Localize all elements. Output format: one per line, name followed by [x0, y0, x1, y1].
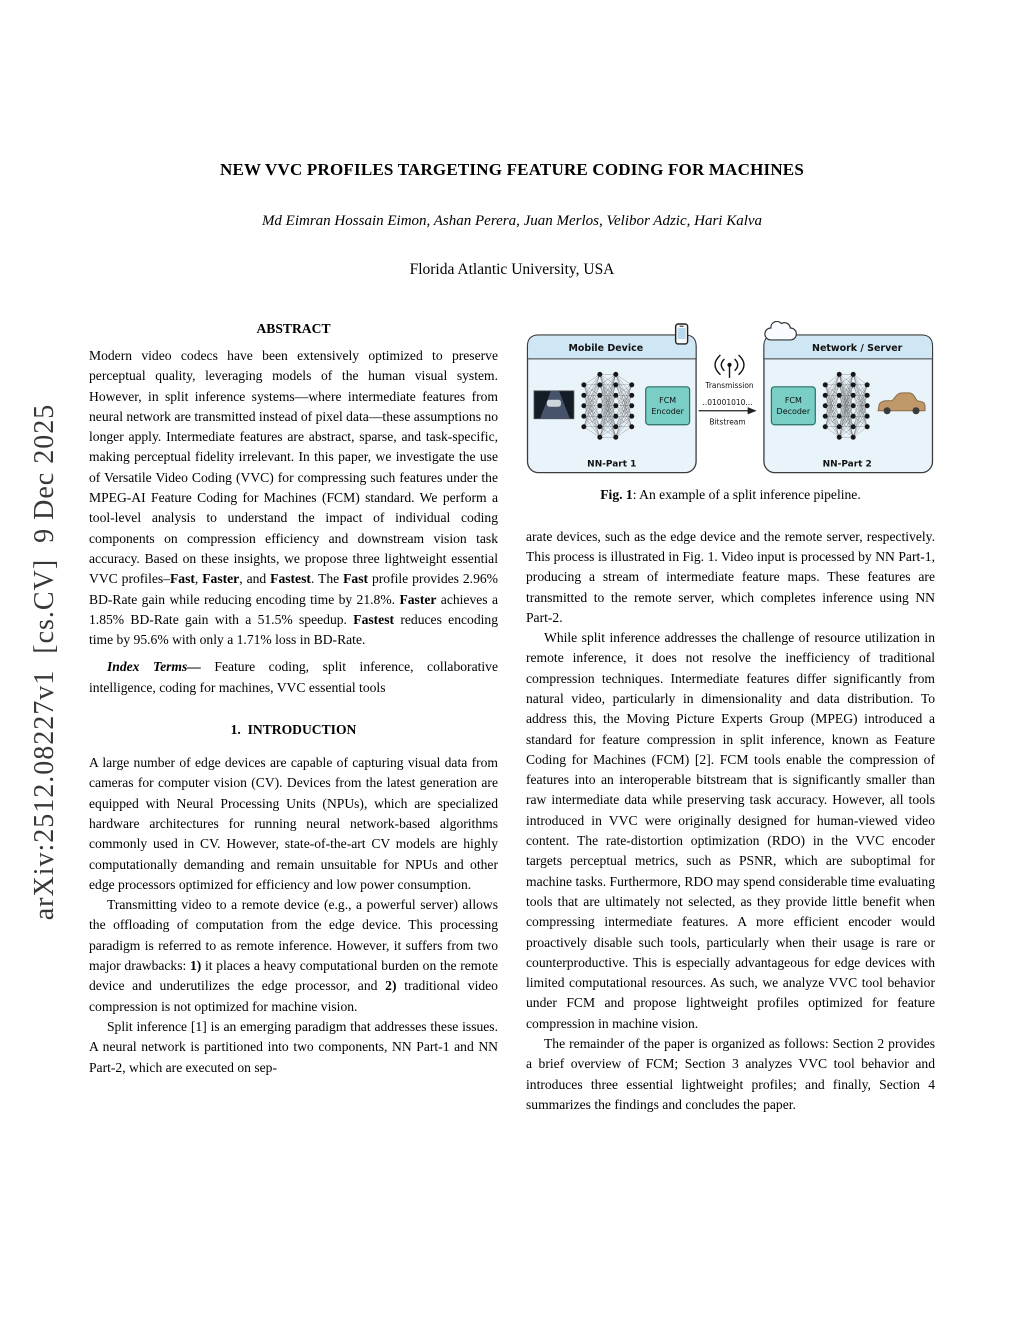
bitstream-label: Bitstream	[709, 418, 745, 427]
continuation-paragraph-3: The remainder of the paper is organized …	[526, 1036, 935, 1112]
right-column: Mobile Device	[526, 321, 935, 1115]
figure-1: Mobile Device	[526, 321, 935, 503]
fcm-decoder-label: Decoder	[777, 407, 811, 416]
nn-part1-network	[581, 371, 635, 440]
profile-name-fastest: Fastest	[270, 571, 311, 587]
fcm-encoder-label: Encoder	[651, 407, 684, 416]
mobile-device-box: Mobile Device	[526, 334, 697, 474]
split-inference-diagram: Mobile Device	[526, 321, 934, 474]
paper-title: NEW VVC PROFILES TARGETING FEATURE CODIN…	[220, 160, 804, 179]
arxiv-watermark: arXiv:2512.08227v1 [cs.CV] 9 Dec 2025	[29, 403, 60, 921]
two-column-body: ABSTRACT Modern video codecs have been e…	[89, 321, 935, 1115]
nn-part2-network	[822, 371, 870, 440]
video-frame-thumbnail	[533, 390, 575, 420]
index-terms: Index Terms— Feature coding, split infer…	[89, 657, 498, 698]
fcm-decoder-box: FCM Decoder	[770, 386, 816, 426]
intro-paragraph-1: A large number of edge devices are capab…	[89, 755, 498, 892]
figure-1-caption: Fig. 1: An example of a split inference …	[600, 486, 861, 502]
drawback-2-marker: 2)	[385, 978, 397, 994]
nn-part1-label: NN-Part 1	[587, 460, 636, 470]
transmission-icon	[714, 354, 745, 378]
car-icon	[877, 392, 926, 415]
continuation-paragraph-1: arate devices, such as the edge device a…	[526, 528, 935, 625]
paper-content: NEW VVC PROFILES TARGETING FEATURE CODIN…	[89, 0, 935, 1115]
nn-part2-label: NN-Part 2	[823, 460, 872, 470]
left-column: ABSTRACT Modern video codecs have been e…	[89, 321, 498, 1115]
introduction-heading: 1. INTRODUCTION	[230, 722, 357, 738]
cloud-icon	[764, 321, 797, 341]
intro-paragraph-2: Transmitting video to a remote device (e…	[89, 897, 498, 1014]
phone-icon	[674, 323, 689, 345]
drawback-1-marker: 1)	[190, 958, 202, 974]
abstract-heading: ABSTRACT	[256, 321, 331, 336]
index-terms-label: Index Terms—	[107, 659, 201, 675]
profile-name-faster: Faster	[202, 571, 240, 587]
abstract-segment: Modern video codecs have been extensivel…	[89, 348, 498, 587]
transmission-label: Transmission	[704, 381, 754, 390]
intro-paragraph-3: Split inference [1] is an emerging parad…	[89, 1018, 498, 1075]
bitstream-bits-label: ..01001010...	[703, 398, 753, 407]
profile-name-fast: Fast	[169, 571, 195, 587]
index-terms-list: Feature coding, split inference, collabo…	[89, 659, 499, 695]
mobile-device-label: Mobile Device	[568, 343, 643, 354]
svg-text:FCM: FCM	[659, 396, 676, 405]
fcm-encoder-box: FCM Encoder	[645, 386, 691, 426]
continuation-paragraph-2: While split inference addresses the chal…	[526, 630, 935, 1031]
paper-affiliation: Florida Atlantic University, USA	[409, 261, 615, 278]
figure-1-caption-label: Fig. 1	[600, 486, 633, 502]
network-server-label: Network / Server	[812, 343, 903, 354]
svg-text:FCM: FCM	[785, 396, 802, 405]
abstract-text: Modern video codecs have been extensivel…	[89, 348, 499, 648]
paper-authors: Md Eimran Hossain Eimon, Ashan Perera, J…	[261, 213, 763, 229]
